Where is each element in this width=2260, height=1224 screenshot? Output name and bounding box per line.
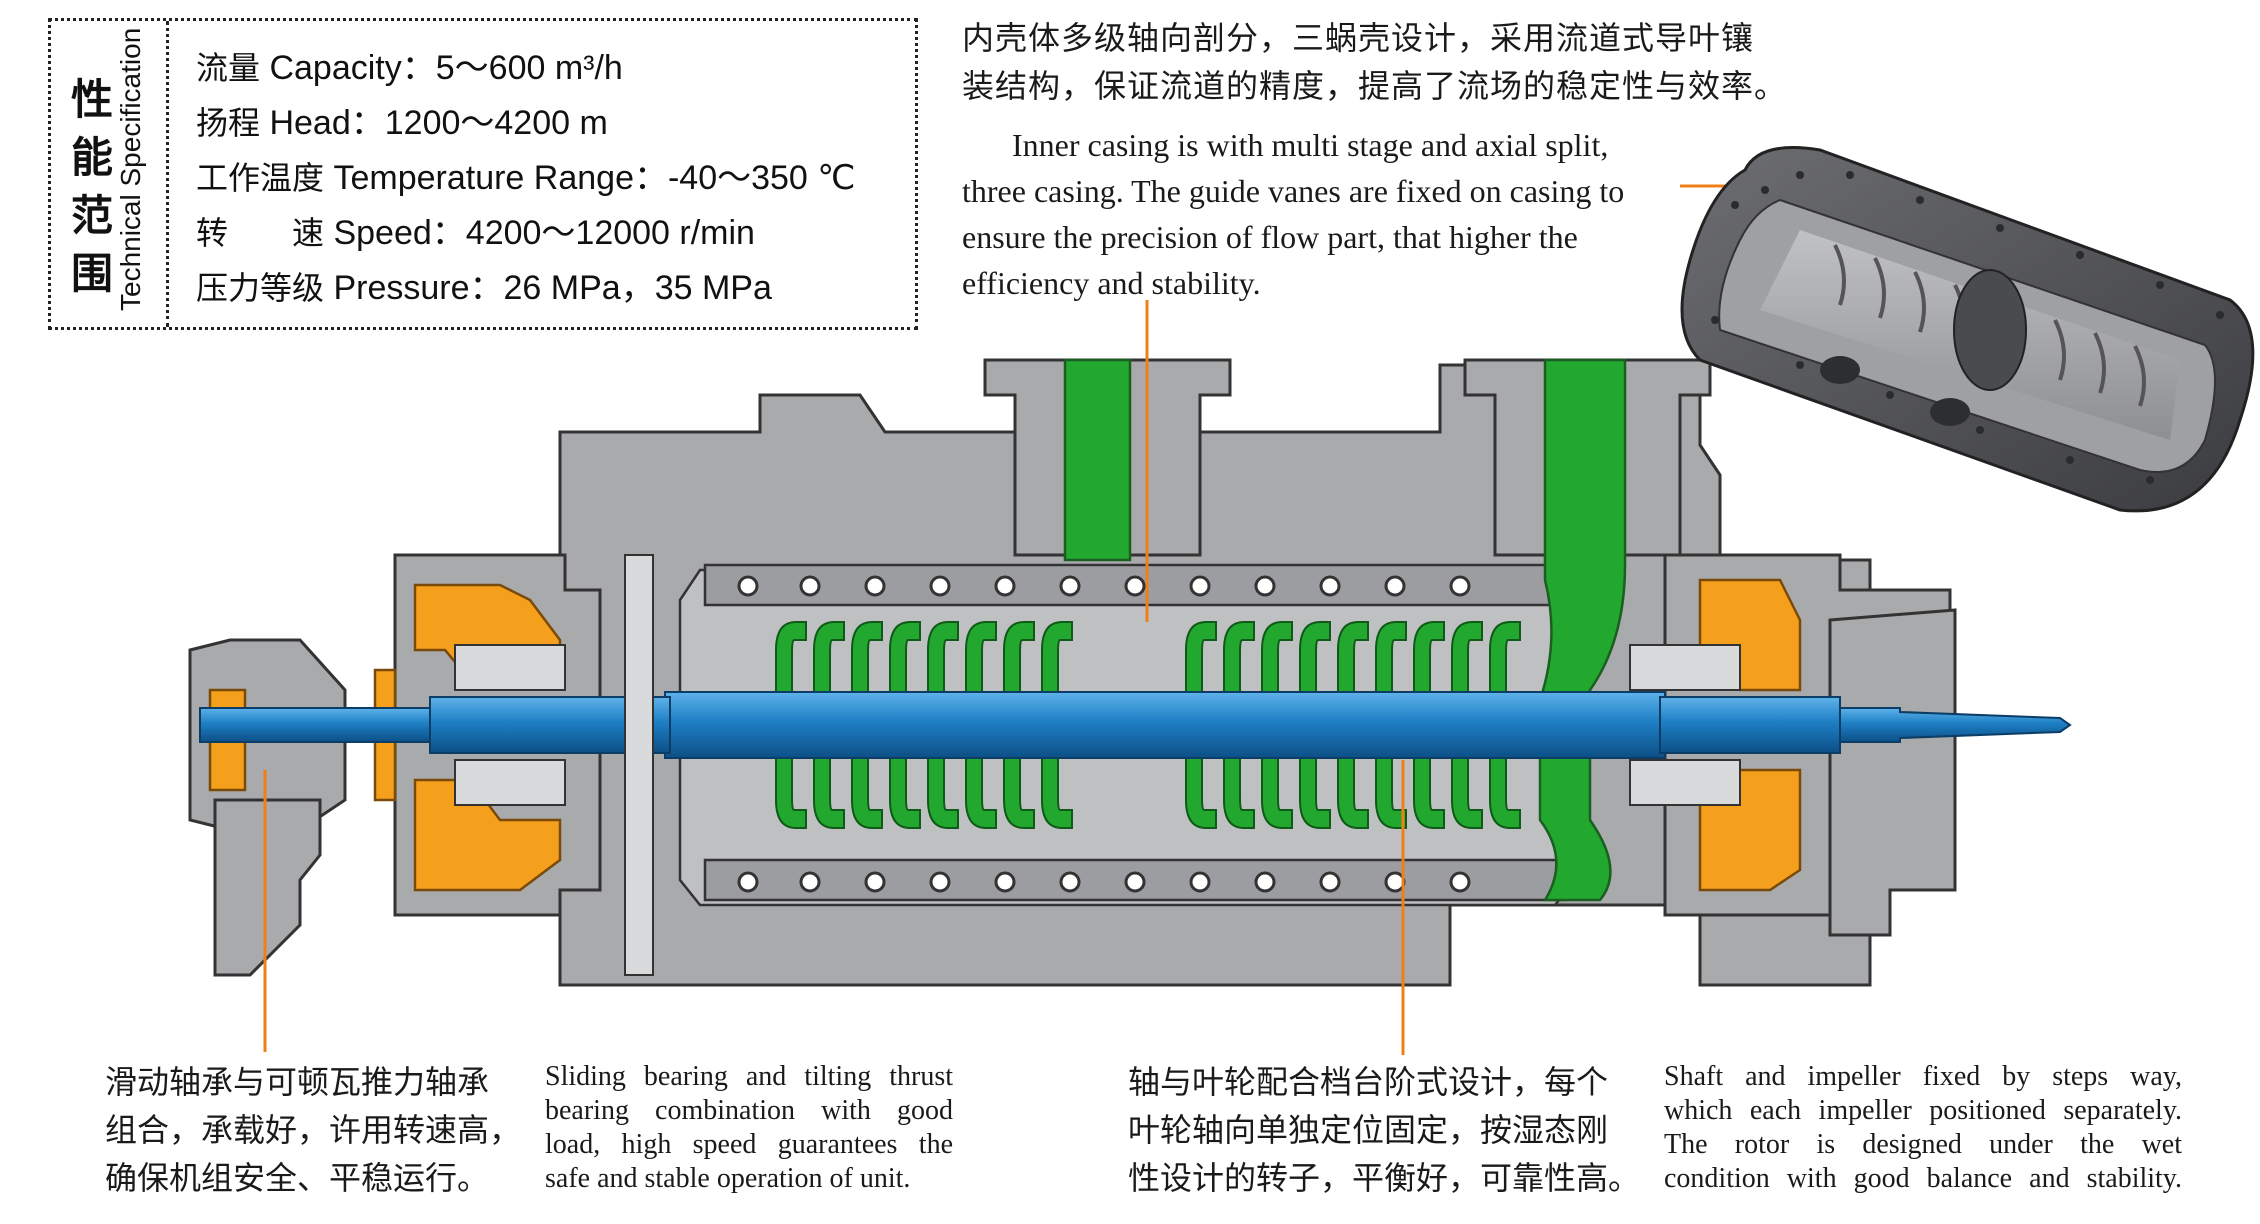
impeller-vane-lower <box>851 757 883 829</box>
text-line: The rotor is designed under the wet <box>1664 1129 2182 1160</box>
casing-note-cn: 内壳体多级轴向剖分，三蜗壳设计，采用流道式导叶镶 装结构，保证流道的精度，提高了… <box>962 14 1787 110</box>
shaft-note-en: Shaft and impeller fixed by steps way, w… <box>1664 1060 2182 1196</box>
spec-label-cn: 压力等级 <box>196 269 325 307</box>
spec-row-head: 扬程 Head：1200～4200 m <box>196 96 855 151</box>
impeller-vane-lower <box>1223 757 1255 829</box>
spec-value: Capacity：5～600 m³/h <box>269 49 623 87</box>
spec-title-panel: 性 能 范 围 Technical Specification <box>51 21 169 327</box>
text-line: 确保机组安全、平稳运行。 <box>105 1159 490 1197</box>
text-line: load, high speed guarantees the <box>545 1129 953 1160</box>
spec-row-speed: 转 速 Speed：4200～12000 r/min <box>196 206 855 261</box>
impeller-vane-upper <box>1489 621 1521 693</box>
impeller-vane-lower <box>1413 757 1445 829</box>
impeller-vane-upper <box>775 621 807 693</box>
spec-value: Temperature Range：-40～350 ℃ <box>333 159 856 197</box>
impeller-vane-lower <box>813 757 845 829</box>
rotor-shaft <box>199 691 2072 759</box>
spec-row-temperature: 工作温度 Temperature Range：-40～350 ℃ <box>196 151 855 206</box>
text-line: efficiency and stability. <box>962 265 1261 301</box>
impeller-vane-lower <box>775 757 807 829</box>
text-line: safe and stable operation of unit. <box>545 1163 911 1194</box>
impeller-vane-lower <box>1041 757 1073 829</box>
flow-channels <box>1063 358 1627 902</box>
impellers <box>775 621 1521 829</box>
bearing-note-en: Sliding bearing and tilting thrust beari… <box>545 1060 953 1196</box>
spec-label-cn: 转 速 <box>196 214 325 252</box>
text-line: 轴与叶轮配合档台阶式设计，每个 <box>1128 1063 1609 1101</box>
spec-value: Head：1200～4200 m <box>269 104 608 142</box>
impeller-vane-upper <box>1451 621 1483 693</box>
shaft-note-cn: 轴与叶轮配合档台阶式设计，每个 叶轮轴向单独定位固定，按湿态刚 性设计的转子，平… <box>1128 1058 1640 1202</box>
text-line: 叶轮轴向单独定位固定，按湿态刚 <box>1128 1111 1609 1149</box>
text-line: 装结构，保证流道的精度，提高了流场的稳定性与效率。 <box>962 67 1788 105</box>
impeller-vane-lower <box>1489 757 1521 829</box>
text-line: 性设计的转子，平衡好，可靠性高。 <box>1128 1159 1641 1197</box>
text-line: bearing combination with good <box>545 1095 953 1126</box>
spec-title-char: 能 <box>70 133 113 182</box>
text-line: ensure the precision of flow part, that … <box>962 219 1578 255</box>
impeller-vane-lower <box>1299 757 1331 829</box>
impeller-vane-lower <box>1451 757 1483 829</box>
impeller-vane-upper <box>927 621 959 693</box>
bearings <box>208 578 1802 892</box>
seal-assemblies <box>454 554 1741 976</box>
spec-title-char: 性 <box>70 75 113 124</box>
spec-box: 性 能 范 围 Technical Specification 流量 Capac… <box>48 18 918 330</box>
spec-value: Pressure：26 MPa，35 MPa <box>333 269 772 307</box>
text-line: condition with good balance and stabilit… <box>1664 1163 2182 1194</box>
impeller-vane-upper <box>1299 621 1331 693</box>
text-line: 组合，承载好，许用转速高， <box>105 1111 522 1149</box>
text-line: Shaft and impeller fixed by steps way, <box>1664 1061 2182 1092</box>
impeller-vane-lower <box>927 757 959 829</box>
spec-title-cn: 性 能 范 围 <box>69 71 115 303</box>
spec-label-cn: 工作温度 <box>196 159 325 197</box>
impeller-vane-lower <box>1375 757 1407 829</box>
impeller-vane-upper <box>1375 621 1407 693</box>
bearing-note-cn: 滑动轴承与可顿瓦推力轴承 组合，承载好，许用转速高， 确保机组安全、平稳运行。 <box>105 1058 521 1202</box>
impeller-vane-lower <box>965 757 997 829</box>
casing-note-en: Inner casing is with multi stage and axi… <box>962 122 1624 306</box>
text-line: 滑动轴承与可顿瓦推力轴承 <box>105 1063 490 1101</box>
impeller-vane-lower <box>1337 757 1369 829</box>
spec-title-char: 范 <box>70 191 113 240</box>
impeller-vane-lower <box>1185 757 1217 829</box>
impeller-vane-lower <box>1003 757 1035 829</box>
spec-label-cn: 流量 <box>196 49 261 87</box>
impeller-vane-upper <box>1413 621 1445 693</box>
impeller-vane-upper <box>1337 621 1369 693</box>
impeller-vane-upper <box>965 621 997 693</box>
inner-casing-bolts <box>737 575 1471 893</box>
text-line: which each impeller positioned separatel… <box>1664 1095 2182 1126</box>
text-line: Sliding bearing and tilting thrust <box>545 1061 953 1092</box>
spec-value: Speed：4200～12000 r/min <box>333 214 755 252</box>
impeller-vane-lower <box>1261 757 1293 829</box>
spec-row-capacity: 流量 Capacity：5～600 m³/h <box>196 41 855 96</box>
text-line: Inner casing is with multi stage and axi… <box>1012 127 1609 163</box>
spec-title-char: 围 <box>70 249 113 298</box>
impeller-vane-upper <box>1003 621 1035 693</box>
impeller-vane-lower <box>889 757 921 829</box>
impeller-vane-upper <box>1041 621 1073 693</box>
impeller-vane-upper <box>813 621 845 693</box>
impeller-vane-upper <box>1261 621 1293 693</box>
casing-cutaway-illustration <box>1680 146 2255 513</box>
spec-list: 流量 Capacity：5～600 m³/h 扬程 Head：1200～4200… <box>196 41 855 316</box>
impeller-vane-upper <box>1185 621 1217 693</box>
spec-label-cn: 扬程 <box>196 104 261 142</box>
impeller-vane-upper <box>1223 621 1255 693</box>
impeller-vane-upper <box>889 621 921 693</box>
spec-row-pressure: 压力等级 Pressure：26 MPa，35 MPa <box>196 261 855 316</box>
impeller-vane-upper <box>851 621 883 693</box>
text-line: 内壳体多级轴向剖分，三蜗壳设计，采用流道式导叶镶 <box>962 19 1755 57</box>
text-line: three casing. The guide vanes are fixed … <box>962 173 1625 209</box>
